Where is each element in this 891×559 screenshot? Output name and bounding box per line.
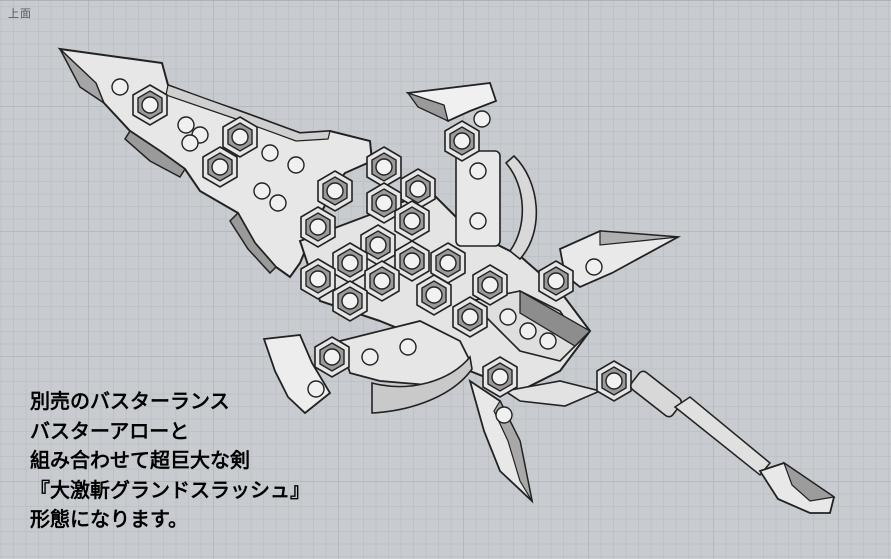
- caption-line: 形態になります。: [30, 507, 188, 531]
- upper-guard: [405, 82, 538, 261]
- caption-line: 『大激斬グランドスラッシュ』: [30, 477, 310, 502]
- caption-line: 組み合わせて超巨大な剣: [30, 448, 250, 472]
- handle: [629, 370, 836, 514]
- lower-blade: [468, 378, 603, 504]
- right-blade: [558, 230, 682, 289]
- caption-text: 別売のバスターランス バスターアローと 組み合わせて超巨大な剣 『大激斬グランド…: [30, 387, 310, 535]
- caption-line: 別売のバスターランス: [30, 389, 230, 413]
- caption-line: バスターアローと: [30, 418, 190, 443]
- viewport-label: 上面: [8, 7, 32, 20]
